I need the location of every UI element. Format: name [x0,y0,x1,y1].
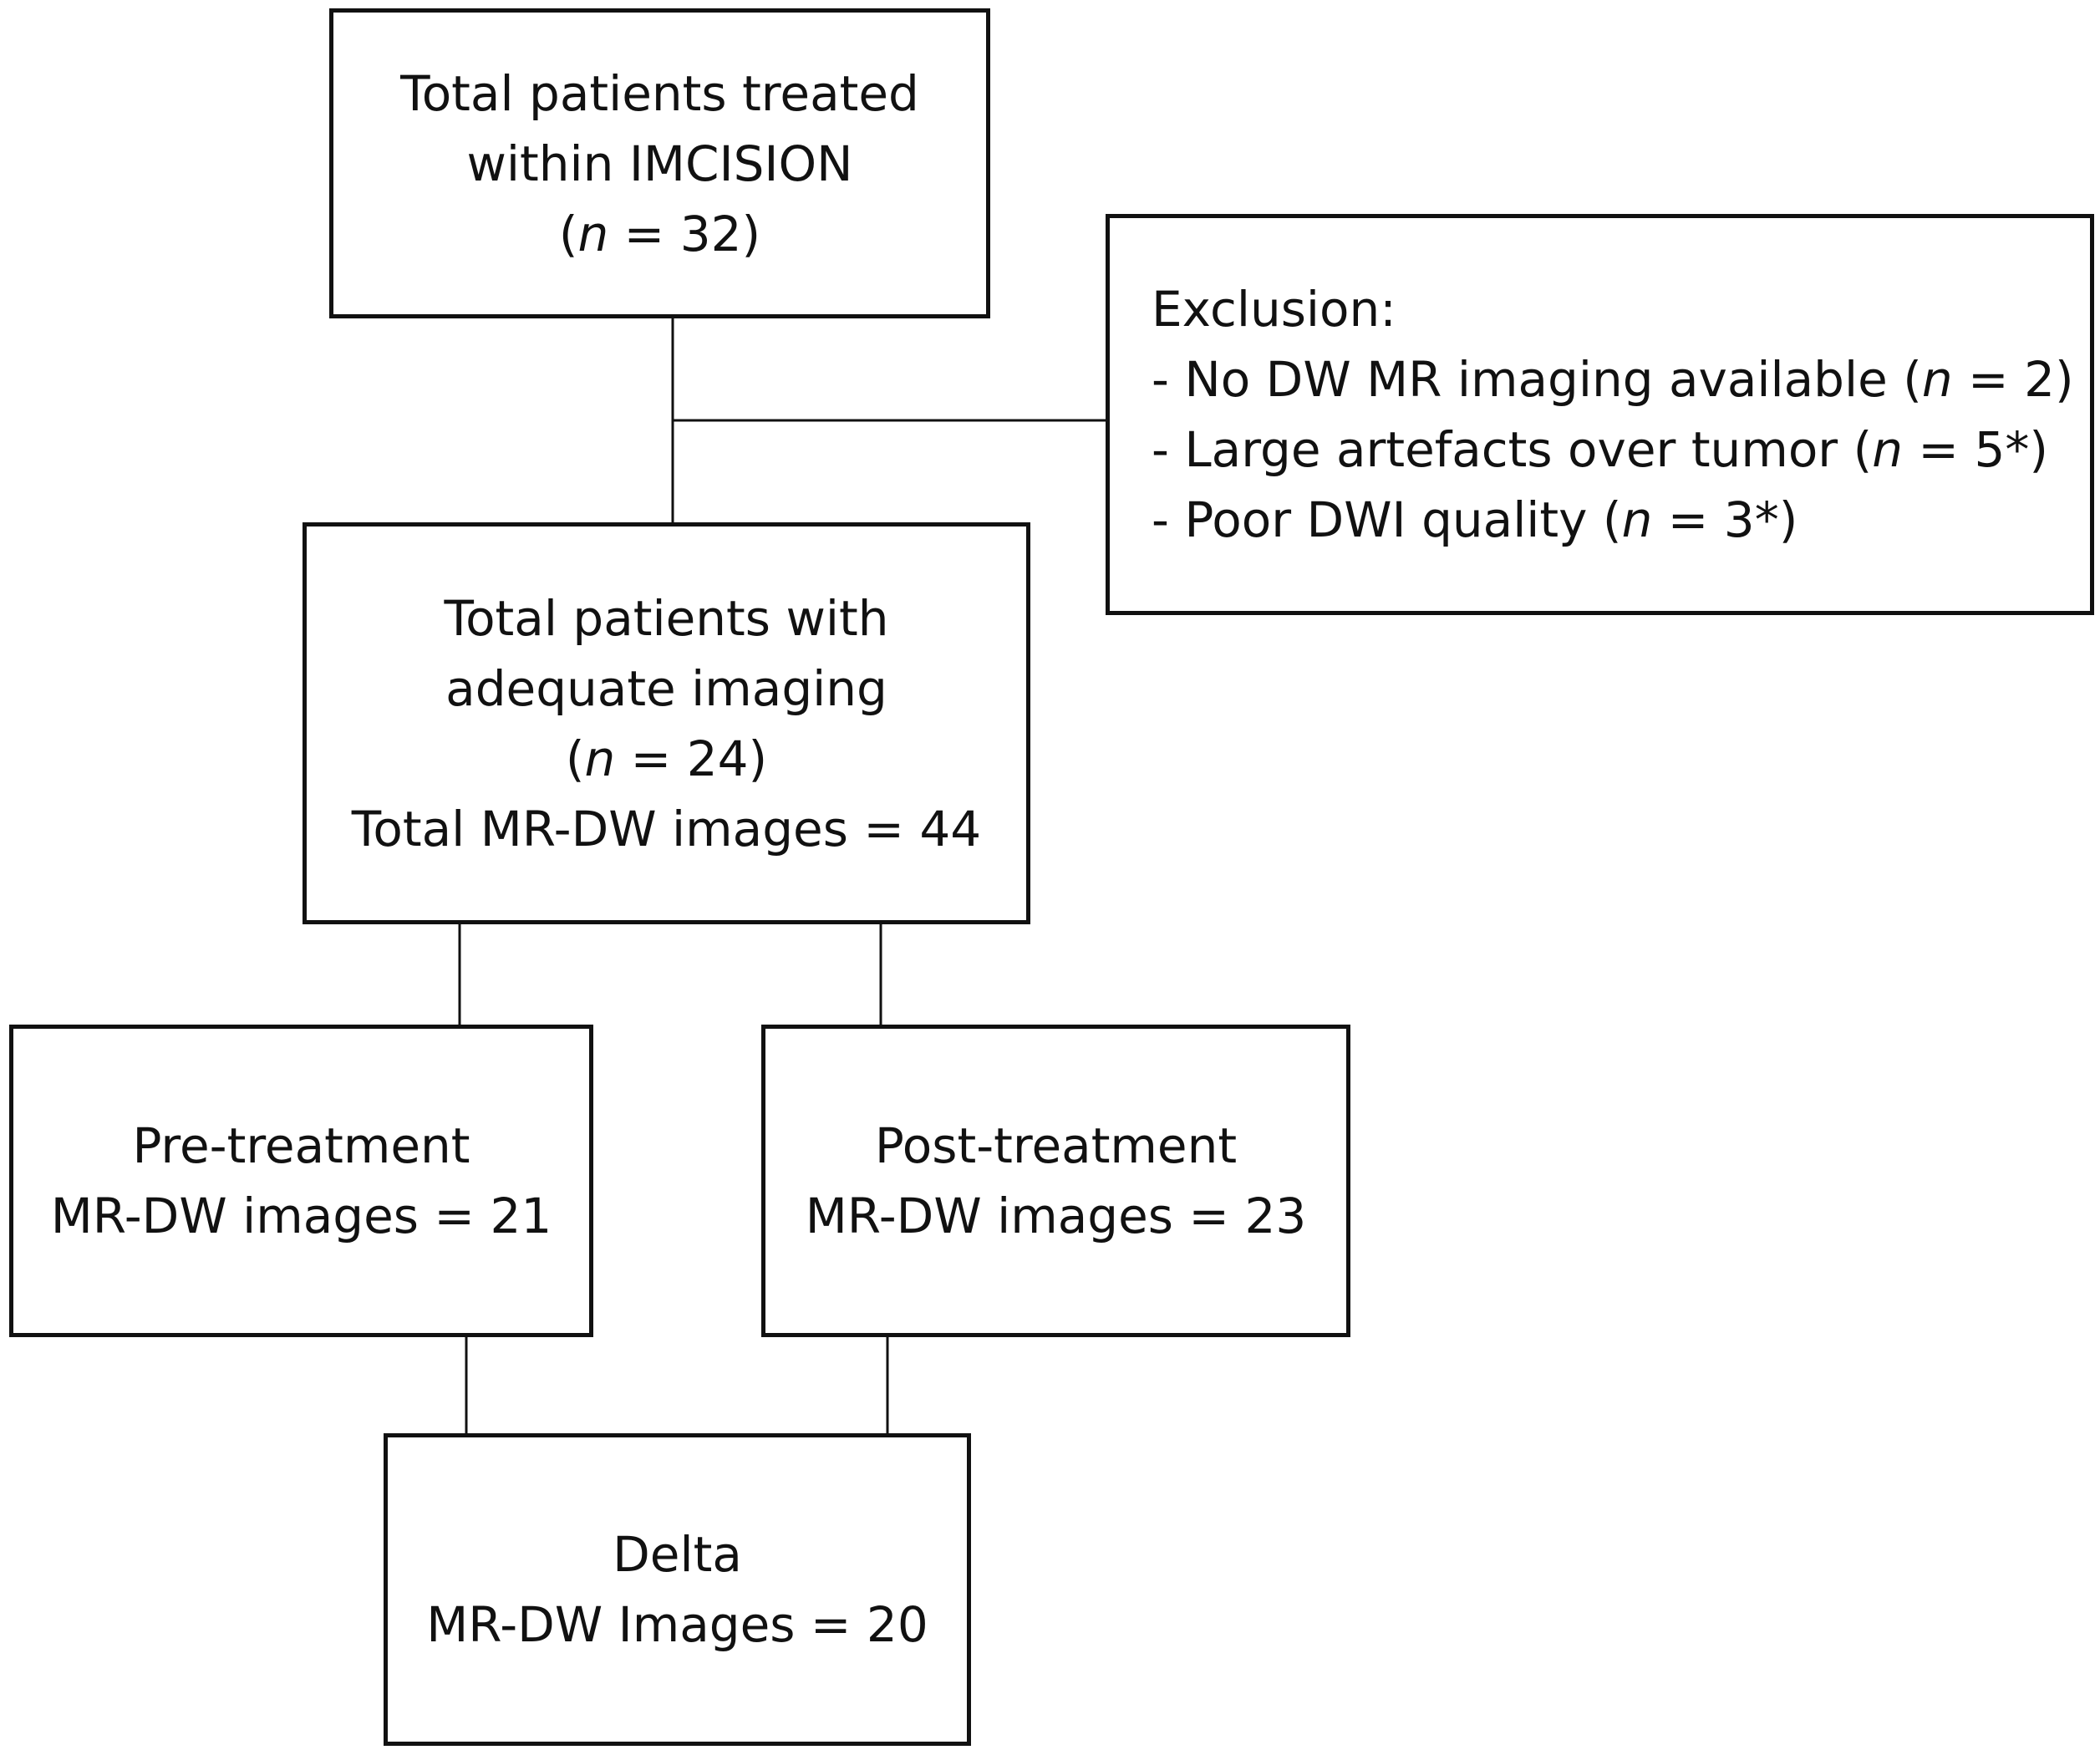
delta-label: Delta [613,1526,742,1583]
total-patients-line-2: within IMCISION [466,135,853,192]
post-treatment-images: MR-DW images = 23 [805,1188,1307,1244]
adequate-imaging-total-images: Total MR-DW images = 44 [351,800,982,857]
exclusion-box: Exclusion: - No DW MR imaging available … [1106,214,2094,615]
adequate-imaging-line-2: adequate imaging [445,659,887,717]
pre-treatment-box: Pre-treatment MR-DW images = 21 [9,1025,593,1337]
delta-box: Delta MR-DW Images = 20 [384,1433,971,1746]
total-patients-line-1: Total patients treated [400,64,919,122]
total-patients-count: (n = 32) [558,205,761,262]
exclusion-item: - Large artefacts over tumor (n = 5*) [1152,421,2048,478]
pre-treatment-label: Pre-treatment [132,1117,470,1174]
exclusion-item: - No DW MR imaging available (n = 2) [1152,351,2074,408]
post-treatment-box: Post-treatment MR-DW images = 23 [761,1025,1350,1337]
adequate-imaging-box: Total patients with adequate imaging (n … [303,522,1030,924]
adequate-imaging-line-1: Total patients with [444,589,889,647]
post-treatment-label: Post-treatment [874,1117,1238,1174]
total-patients-box: Total patients treated within IMCISION (… [329,8,990,318]
adequate-imaging-count: (n = 24) [565,730,768,787]
delta-images: MR-DW Images = 20 [426,1596,928,1653]
exclusion-item: - Poor DWI quality (n = 3*) [1152,491,1798,548]
pre-treatment-images: MR-DW images = 21 [50,1188,552,1244]
exclusion-heading: Exclusion: [1152,281,1396,338]
